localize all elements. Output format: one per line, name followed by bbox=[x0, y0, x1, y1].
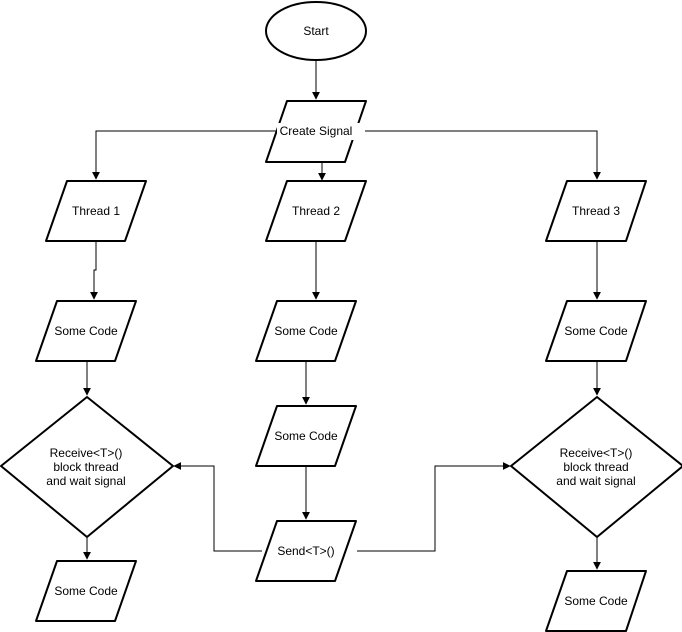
left-code-2-parallelogram bbox=[35, 560, 137, 622]
thread-3-label: Thread 3 bbox=[572, 204, 620, 218]
middle-code-1-parallelogram bbox=[255, 300, 357, 362]
thread-3-parallelogram bbox=[545, 180, 647, 242]
left-code-1-label: Some Code bbox=[54, 324, 118, 338]
node-create-signal[interactable]: Create Signal bbox=[265, 100, 367, 163]
left-receive-label-line-1: Receive<T>() bbox=[50, 446, 123, 460]
right-code-1-parallelogram bbox=[545, 300, 647, 362]
start-label: Start bbox=[303, 24, 329, 38]
node-left-code-2[interactable]: Some Code bbox=[35, 560, 137, 622]
thread-2-label: Thread 2 bbox=[292, 204, 340, 218]
node-right-code-1[interactable]: Some Code bbox=[545, 300, 647, 362]
middle-code-2-parallelogram bbox=[255, 405, 357, 467]
edge-send-to-left-receive bbox=[173, 462, 262, 552]
node-start[interactable]: Start bbox=[265, 1, 367, 61]
right-receive-diamond bbox=[510, 396, 682, 538]
right-receive-label-line-1: Receive<T>() bbox=[560, 446, 633, 460]
create-signal-label: Create Signal bbox=[280, 124, 353, 138]
node-thread-3[interactable]: Thread 3 bbox=[545, 180, 647, 242]
send-parallelogram bbox=[255, 520, 357, 582]
left-code-1-parallelogram bbox=[35, 300, 137, 362]
middle-code-1-label: Some Code bbox=[274, 324, 338, 338]
thread-2-parallelogram bbox=[265, 180, 367, 242]
node-send[interactable]: Send<T>() bbox=[255, 520, 357, 582]
left-receive-label-line-2: block thread bbox=[53, 460, 118, 474]
node-left-receive[interactable]: Receive<T>() block thread and wait signa… bbox=[0, 396, 174, 538]
node-middle-code-2[interactable]: Some Code bbox=[255, 405, 357, 467]
middle-code-2-label: Some Code bbox=[274, 429, 338, 443]
thread-1-label: Thread 1 bbox=[72, 204, 120, 218]
right-code-2-parallelogram bbox=[545, 570, 647, 632]
edge-send-to-right-receive bbox=[357, 462, 511, 552]
node-middle-code-1[interactable]: Some Code bbox=[255, 300, 357, 362]
right-code-2-label: Some Code bbox=[564, 594, 628, 608]
edge-create-signal-to-thread-1 bbox=[92, 130, 277, 180]
node-left-code-1[interactable]: Some Code bbox=[35, 300, 137, 362]
node-right-code-2[interactable]: Some Code bbox=[545, 570, 647, 632]
send-label: Send<T>() bbox=[277, 544, 334, 558]
edge-create-signal-to-thread-3 bbox=[365, 130, 601, 180]
right-receive-label-line-3: and wait signal bbox=[556, 474, 635, 488]
right-receive-label-line-2: block thread bbox=[563, 460, 628, 474]
create-signal-label-bg bbox=[277, 123, 365, 140]
left-receive-label-line-3: and wait signal bbox=[46, 474, 125, 488]
node-thread-1[interactable]: Thread 1 bbox=[45, 180, 147, 242]
start-ellipse bbox=[265, 1, 367, 61]
edge-thread-1-to-code bbox=[90, 241, 98, 300]
node-thread-2[interactable]: Thread 2 bbox=[265, 180, 367, 242]
thread-1-parallelogram bbox=[45, 180, 147, 242]
left-code-2-label: Some Code bbox=[54, 584, 118, 598]
edges bbox=[83, 60, 601, 570]
left-receive-diamond bbox=[0, 396, 174, 538]
right-code-1-label: Some Code bbox=[564, 324, 628, 338]
node-right-receive[interactable]: Receive<T>() block thread and wait signa… bbox=[510, 396, 682, 538]
